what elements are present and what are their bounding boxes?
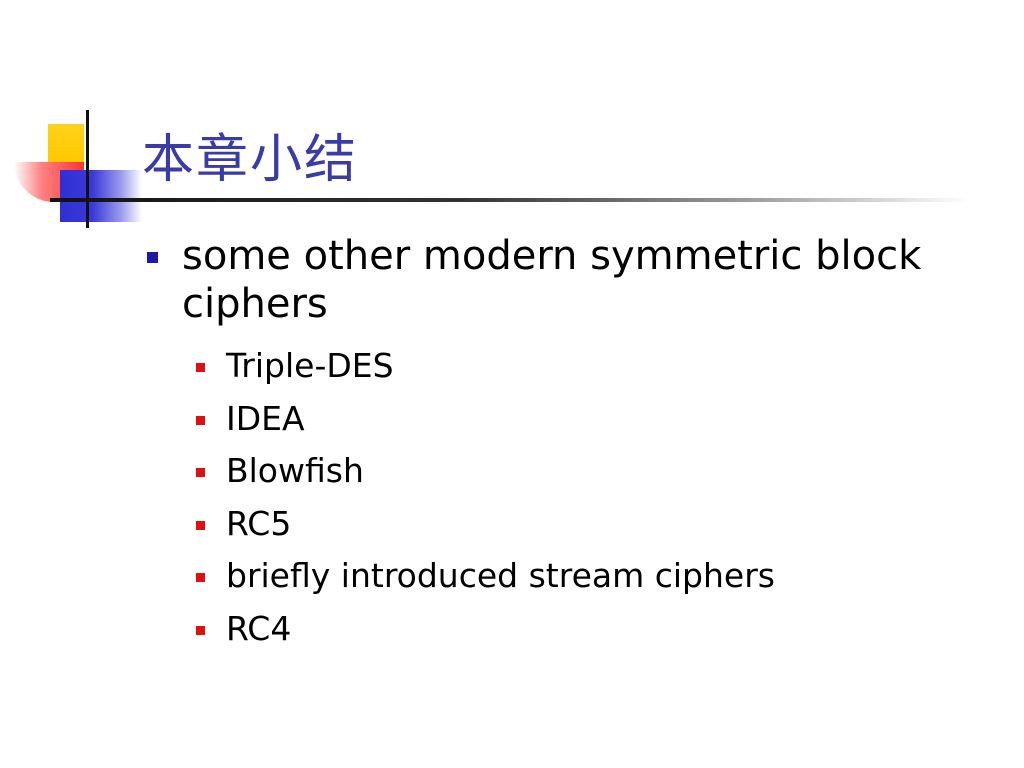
sub-bullet-text: RC5 — [226, 503, 292, 543]
sub-bullet-text: Blowfish — [226, 451, 364, 490]
bullet-text: some other modern symmetric block cipher… — [182, 233, 922, 327]
square-bullet-icon — [196, 625, 205, 635]
square-bullet-icon — [196, 468, 205, 477]
yellow-square-decor — [48, 124, 84, 162]
square-bullet-icon — [147, 252, 158, 263]
vertical-line-decor — [86, 110, 89, 228]
square-bullet-icon — [196, 415, 205, 425]
sub-bullet-text: RC4 — [226, 608, 292, 648]
bullet-list: some other modern symmetric block cipher… — [142, 232, 962, 655]
square-bullet-icon — [196, 573, 205, 582]
sub-bullet-text: briefly introduced stream ciphers — [226, 556, 775, 595]
sub-bullet-text: Triple-DES — [226, 346, 394, 385]
slide-title: 本章小结 — [142, 130, 359, 190]
sub-bullet-item: Triple-DES — [194, 340, 962, 393]
decorative-logo-block — [0, 0, 150, 240]
square-bullet-icon — [196, 520, 205, 530]
sub-bullet-item: RC5 — [194, 498, 962, 551]
bullet-item: some other modern symmetric block cipher… — [142, 232, 962, 328]
sub-bullet-item: Blowfish — [194, 445, 962, 498]
sub-bullet-list: Triple-DES IDEA Blowfish RC5 briefly int… — [142, 340, 962, 655]
blue-square-decor — [60, 170, 142, 222]
sub-bullet-item: RC4 — [194, 603, 962, 656]
square-bullet-icon — [196, 363, 205, 372]
sub-bullet-text: IDEA — [226, 398, 305, 438]
sub-bullet-item: briefly introduced stream ciphers — [194, 550, 962, 603]
sub-bullet-item: IDEA — [194, 393, 962, 446]
title-underline-rule — [50, 198, 970, 202]
